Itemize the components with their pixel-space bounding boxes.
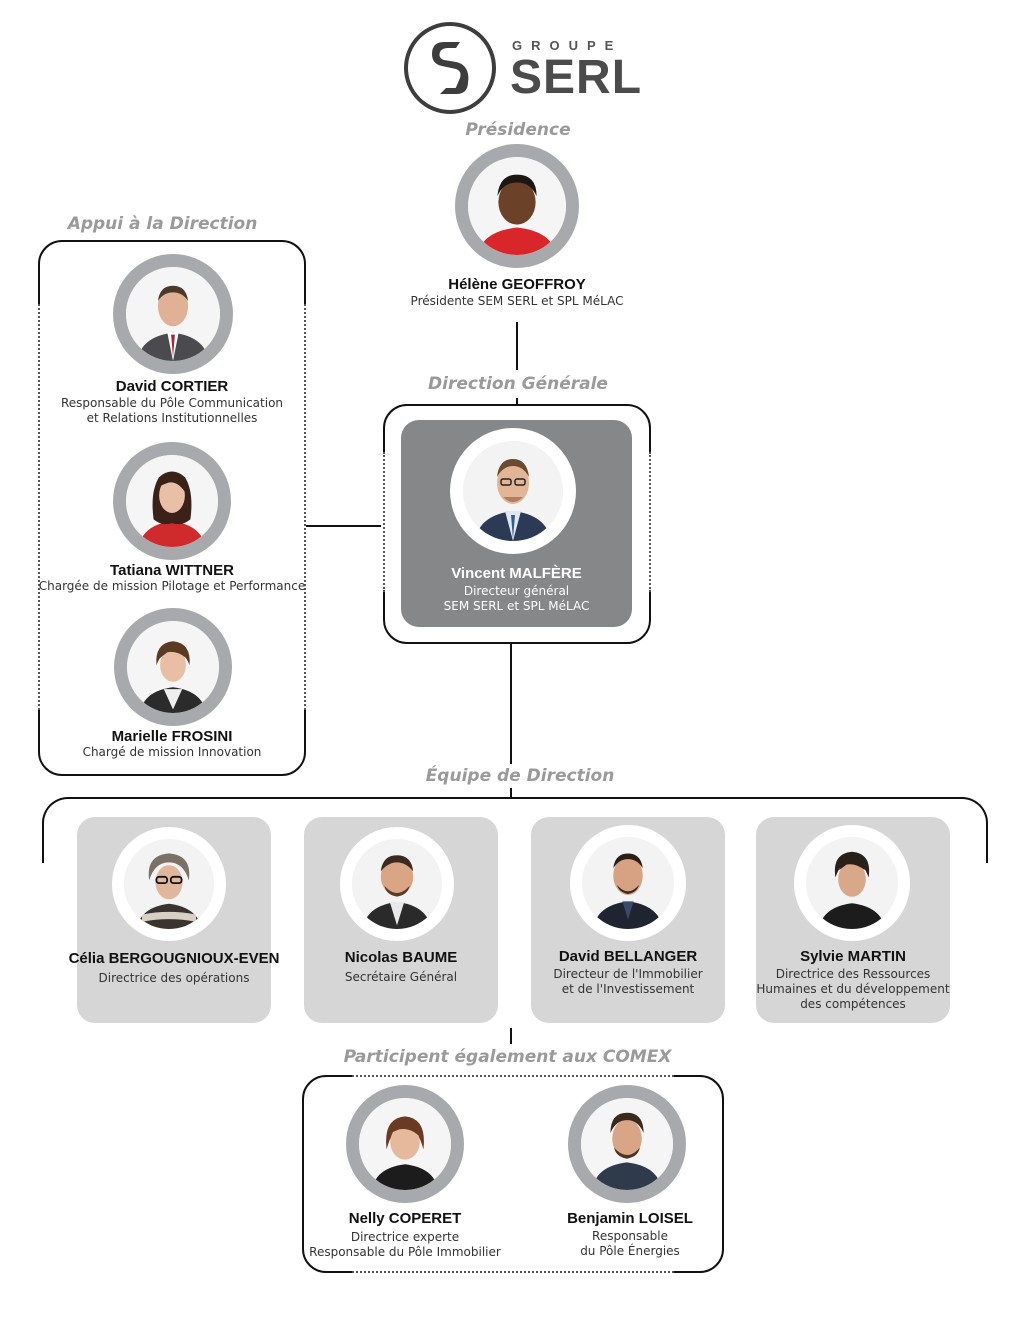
portrait-nicolas-baume <box>340 827 454 941</box>
portrait-david-bellanger <box>570 825 686 941</box>
role-line: et Relations Institutionnelles <box>86 411 258 425</box>
role-line: Responsable <box>592 1229 668 1243</box>
role-line: et de l'Investissement <box>561 982 695 996</box>
connector-appui-dg <box>306 525 384 527</box>
portrait-helene-geoffroy <box>455 144 579 268</box>
role-line: Chargée de mission Pilotage et Performan… <box>38 579 306 593</box>
appui-name-1: David CORTIER <box>115 378 229 395</box>
equipe-bracket <box>42 797 988 863</box>
connector-title-equipe <box>510 788 512 798</box>
appui-name-3: Marielle FROSINI <box>111 728 233 745</box>
logo-s-icon <box>432 42 469 94</box>
equipe-name-4: Sylvie MARTIN <box>800 948 906 965</box>
person-photo-icon <box>463 441 563 541</box>
equipe-role-2: Secrétaire Général <box>304 970 498 985</box>
role-line: Directrice experte <box>350 1230 460 1244</box>
person-photo-icon <box>352 839 442 929</box>
connector-president-dg <box>516 322 518 370</box>
equipe-card-3: David BELLANGER Directeur de l'Immobilie… <box>531 817 725 1023</box>
role-line: Chargé de mission Innovation <box>82 745 262 759</box>
connector-title-dg <box>516 398 518 406</box>
person-photo-icon <box>127 621 219 713</box>
connector-dg-equipe <box>510 644 512 764</box>
equipe-role-3: Directeur de l'Immobilier et de l'Invest… <box>531 967 725 997</box>
logo-groupe-text: GROUPE <box>512 38 623 53</box>
role-line: Directrice des opérations <box>98 971 250 985</box>
dg-dotted-left <box>383 452 385 592</box>
connector-equipe-comex <box>510 1028 512 1044</box>
person-photo-icon <box>468 157 566 255</box>
portrait-nelly-coperet <box>346 1085 464 1203</box>
comex-role-1: Directrice experte Responsable du Pôle I… <box>255 1230 555 1260</box>
appui-dotted-right <box>304 304 306 710</box>
role-line: Secrétaire Général <box>344 970 458 984</box>
section-title-equipe: Équipe de Direction <box>425 766 615 786</box>
dg-dotted-right <box>649 452 651 592</box>
appui-role-2: Chargée de mission Pilotage et Performan… <box>22 579 322 594</box>
comex-dotted-bottom <box>352 1271 674 1273</box>
section-title-comex: Participent également aux COMEX <box>343 1047 672 1067</box>
role-line: des compétences <box>800 997 906 1011</box>
role-line: Présidente SEM SERL et SPL MéLAC <box>410 294 624 308</box>
person-photo-icon <box>581 1098 673 1190</box>
role-line: Directrice des Ressources <box>775 967 931 981</box>
person-photo-icon <box>582 837 674 929</box>
person-photo-icon <box>806 837 898 929</box>
role-line: Responsable du Pôle Immobilier <box>309 1245 501 1259</box>
dg-role: Directeur général SEM SERL et SPL MéLAC <box>401 584 632 614</box>
appui-role-3: Chargé de mission Innovation <box>22 745 322 760</box>
equipe-role-1: Directrice des opérations <box>77 971 271 986</box>
comex-role-2: Responsable du Pôle Énergies <box>480 1229 780 1259</box>
equipe-name-1: Célia BERGOUGNIOUX-EVEN <box>68 950 280 967</box>
section-title-direction-generale: Direction Générale <box>428 374 608 394</box>
portrait-celia-bergougnioux-even <box>112 827 226 941</box>
appui-name-2: Tatiana WITTNER <box>110 562 234 579</box>
role-line: Directeur général <box>463 584 570 598</box>
person-photo-icon <box>126 455 218 547</box>
person-photo-icon <box>359 1098 451 1190</box>
equipe-card-1: Célia BERGOUGNIOUX-EVEN Directrice des o… <box>69 817 279 1023</box>
portrait-tatiana-wittner <box>113 442 231 560</box>
comex-name-2: Benjamin LOISEL <box>567 1210 693 1227</box>
groupe-serl-logo: GROUPE SERL <box>404 22 644 117</box>
person-photo-icon <box>124 839 214 929</box>
comex-name-1: Nelly COPERET <box>348 1210 462 1227</box>
role-line: du Pôle Énergies <box>580 1244 680 1258</box>
portrait-vincent-malfere <box>450 428 576 554</box>
dg-card: Vincent MALFÈRE Directeur général SEM SE… <box>401 420 632 627</box>
role-line: SEM SERL et SPL MéLAC <box>443 599 590 613</box>
section-title-appui: Appui à la Direction <box>67 214 258 234</box>
role-line: Directeur de l'Immobilier <box>553 967 703 981</box>
portrait-david-cortier <box>113 254 233 374</box>
equipe-name-3: David BELLANGER <box>558 948 698 965</box>
section-title-presidence: Présidence <box>465 120 571 140</box>
portrait-marielle-frosini <box>114 608 232 726</box>
dg-name: Vincent MALFÈRE <box>451 565 582 582</box>
role-line: Humaines et du développement <box>756 982 950 996</box>
logo-ring <box>404 22 496 114</box>
role-line: Responsable du Pôle Communication <box>60 396 284 410</box>
appui-role-1: Responsable du Pôle Communication et Rel… <box>22 396 322 426</box>
portrait-benjamin-loisel <box>568 1085 686 1203</box>
equipe-role-4: Directrice des Ressources Humaines et du… <box>756 967 950 1012</box>
comex-dotted-top <box>352 1075 674 1077</box>
person-photo-icon <box>126 267 220 361</box>
portrait-sylvie-martin <box>794 825 910 941</box>
equipe-name-2: Nicolas BAUME <box>344 949 458 966</box>
appui-dotted-left <box>38 304 40 710</box>
president-role: Présidente SEM SERL et SPL MéLAC <box>367 294 667 309</box>
logo-serl-text: SERL <box>510 51 643 104</box>
equipe-card-2: Nicolas BAUME Secrétaire Général <box>304 817 498 1023</box>
president-name: Hélène GEOFFROY <box>448 276 586 293</box>
equipe-card-4: Sylvie MARTIN Directrice des Ressources … <box>756 817 950 1023</box>
